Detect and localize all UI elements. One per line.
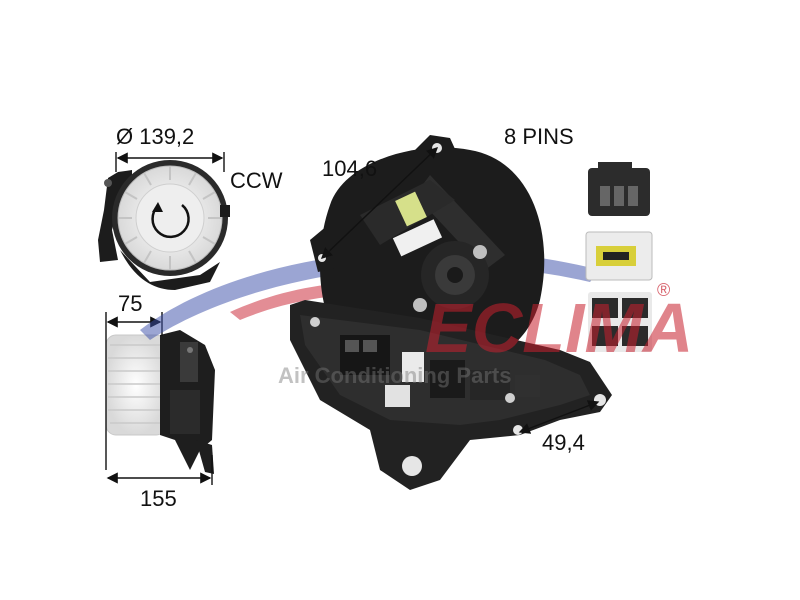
watermark-brand: ECLIMA — [425, 289, 693, 367]
hole-spacing-dimension — [518, 400, 600, 434]
watermark-registered-mark: ® — [657, 280, 670, 300]
side-view-blower — [105, 330, 215, 474]
axial-depth-label: 75 — [118, 291, 143, 316]
watermark-logo: ECLIMA ® Air Conditioning Parts — [278, 280, 693, 388]
pin-count-label: 8 PINS — [504, 124, 574, 149]
rotation-label: CCW — [230, 168, 283, 193]
diameter-dimension — [115, 152, 225, 172]
front-view-blower — [98, 160, 230, 290]
mount-span-dimension — [320, 147, 439, 259]
overall-length-label: 155 — [140, 486, 177, 511]
connector-front-view — [588, 162, 650, 216]
connector-side-view — [585, 231, 653, 281]
diameter-label: Ø 139,2 — [116, 124, 195, 149]
length-dimension — [106, 455, 213, 485]
hole-spacing-label: 49,4 — [542, 430, 585, 455]
mount-span-label: 104,6 — [322, 156, 378, 181]
connector-pin-view — [588, 292, 652, 352]
watermark-tagline: Air Conditioning Parts — [278, 363, 511, 388]
